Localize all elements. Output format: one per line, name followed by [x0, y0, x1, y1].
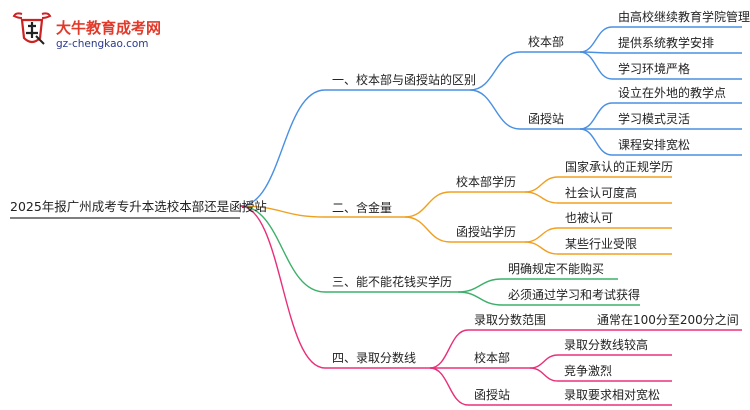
- link-b4-sub3: [429, 367, 469, 406]
- branch-4-sub-3: 函授站: [474, 387, 510, 402]
- leaf-2-1-2: 社会认可度高: [565, 185, 637, 200]
- link-b1-sub2: [469, 89, 521, 130]
- link-root-branch-2: [239, 205, 326, 218]
- branch-1-sub-1: 校本部: [528, 34, 564, 49]
- branch-3-sub-2: 必须通过学习和考试获得: [508, 287, 640, 302]
- leaf-2-1-1: 国家承认的正规学历: [565, 159, 673, 174]
- leaf-1-2-2: 学习模式灵活: [618, 111, 690, 126]
- connector-lines: [10, 26, 742, 406]
- branch-4-label: 四、录取分数线: [332, 350, 416, 365]
- branch-4-sub-1: 录取分数范围: [474, 312, 546, 327]
- leaf-4-2-1: 录取分数线较高: [564, 337, 648, 352]
- link-root-branch-4: [239, 205, 326, 369]
- leaf-1-2-3: 课程安排宽松: [618, 137, 690, 152]
- logo-site-name: 大牛教育成考网: [56, 19, 161, 37]
- link-b2-sub1-leaf-2: [524, 191, 559, 204]
- link-b2-sub1-leaf-1: [524, 176, 559, 193]
- branch-3-label: 三、能不能花钱买学历: [332, 274, 452, 289]
- link-b1-sub2-leaf-3: [579, 128, 613, 156]
- branch-4-sub-2: 校本部: [474, 350, 510, 365]
- leaf-4-3-1: 录取要求相对宽松: [564, 387, 660, 402]
- site-logo: 大牛教育成考网 gz-chengkao.com: [12, 12, 161, 50]
- branch-2-label: 二、含金量: [332, 200, 392, 215]
- link-b1-sub2-leaf-1: [579, 102, 613, 130]
- branch-1-label: 一、校本部与函授站的区别: [332, 72, 476, 87]
- leaf-2-2-2: 某些行业受限: [565, 237, 637, 251]
- leaf-4-2-2: 竞争激烈: [564, 364, 612, 378]
- link-b3-sub2: [457, 291, 503, 306]
- link-b2-sub1: [404, 191, 451, 218]
- link-b2-sub2-leaf-2: [524, 241, 559, 255]
- link-b2-sub2-leaf-1: [524, 227, 559, 243]
- branch-3-sub-1: 明确规定不能购买: [508, 261, 604, 276]
- leaf-2-2-1: 也被认可: [565, 211, 613, 225]
- leaf-1-1-1: 由高校继续教育学院管理: [618, 9, 750, 24]
- logo-url: gz-chengkao.com: [56, 38, 149, 50]
- link-b3-sub1: [457, 278, 503, 293]
- leaf-4-1-1: 通常在100分至200分之间: [597, 313, 739, 327]
- link-b4-sub2-leaf-2: [529, 367, 559, 382]
- root-topic: 2025年报广州成考专升本选校本部还是函授站: [10, 199, 267, 214]
- branch-2-sub-1: 校本部学历: [456, 174, 516, 189]
- leaf-1-1-3: 学习环境严格: [618, 61, 690, 76]
- branch-1-sub-2: 函授站: [528, 111, 564, 126]
- link-b4-sub1: [429, 329, 469, 369]
- link-root-branch-3: [239, 205, 326, 293]
- leaf-1-1-2: 提供系统教学安排: [618, 35, 714, 50]
- bull-logo-icon: [12, 12, 52, 45]
- leaf-1-2-1: 设立在外地的教学点: [618, 85, 726, 100]
- branch-2-sub-2: 函授站学历: [456, 224, 516, 239]
- link-b2-sub2: [404, 216, 451, 243]
- link-b1-sub1: [469, 51, 521, 91]
- link-b1-sub1-leaf-3: [579, 51, 613, 80]
- link-root-branch-1: [239, 89, 326, 207]
- link-b1-sub1-leaf-1: [579, 26, 613, 53]
- link-b4-sub2-leaf-1: [529, 354, 559, 369]
